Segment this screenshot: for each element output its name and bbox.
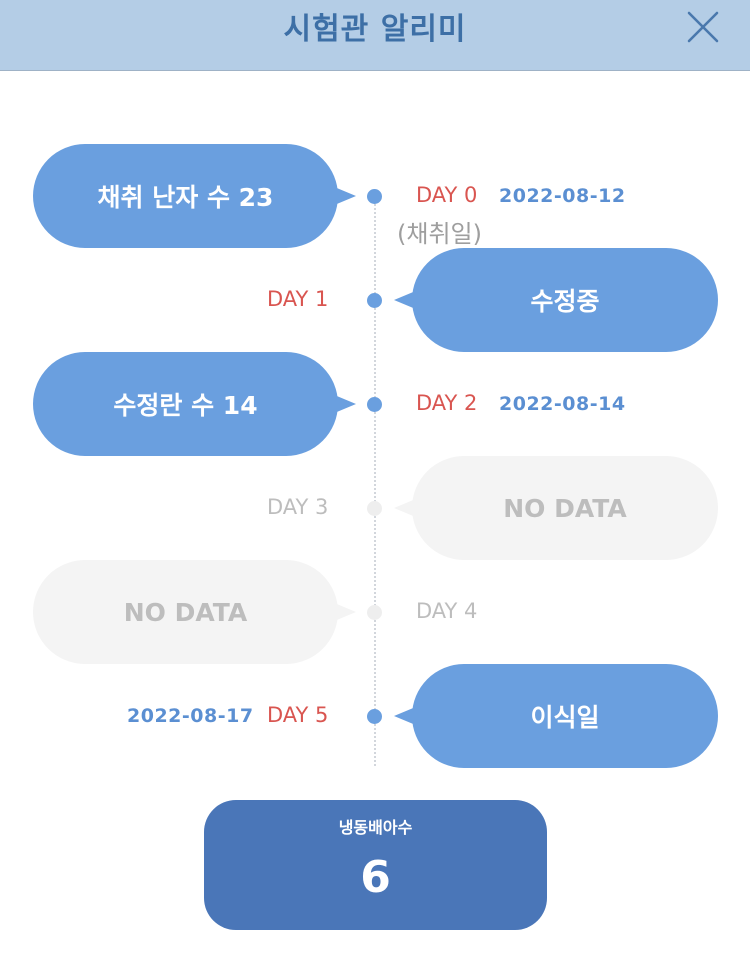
bubble-pointer <box>394 498 418 518</box>
day5-label: DAY 5 <box>267 703 329 727</box>
day4-bubble-label: NO DATA <box>123 597 248 627</box>
day4-label: DAY 4 <box>416 599 478 623</box>
day4-bubble[interactable]: NO DATA <box>33 560 356 664</box>
day1-bubble-label: 수정중 <box>530 287 600 316</box>
frozen-embryo-count: 6 <box>360 852 391 903</box>
day2-date: 2022-08-14 <box>499 393 626 415</box>
close-button[interactable] <box>684 8 722 46</box>
frozen-embryo-card[interactable]: 냉동배아수 6 <box>204 800 547 930</box>
bubble-pointer <box>332 394 356 414</box>
day3-dot <box>367 501 382 516</box>
day0-date: 2022-08-12 <box>499 185 626 207</box>
day1-label: DAY 1 <box>267 287 329 311</box>
day1-bubble[interactable]: 수정중 <box>394 248 718 352</box>
day0-label: DAY 0 <box>416 183 478 207</box>
day2-dot <box>367 397 382 412</box>
day0-bubble[interactable]: 채취 난자 수 23 <box>33 144 356 248</box>
close-icon <box>687 11 719 43</box>
day3-label: DAY 3 <box>267 495 329 519</box>
day5-date: 2022-08-17 <box>127 705 254 727</box>
day0-sub-label: (채취일) <box>397 220 482 248</box>
day4-dot <box>367 605 382 620</box>
timeline-line <box>374 196 376 766</box>
page-title: 시험관 알리미 <box>283 12 467 47</box>
day0-dot <box>367 189 382 204</box>
bubble-pointer <box>394 290 418 310</box>
bubble-pointer <box>332 602 356 622</box>
bubble-pointer <box>332 186 356 206</box>
day3-bubble[interactable]: NO DATA <box>394 456 718 560</box>
day2-label: DAY 2 <box>416 391 478 415</box>
day2-bubble-label: 수정란 수 14 <box>113 391 258 420</box>
day5-bubble-label: 이식일 <box>530 703 600 732</box>
day2-bubble[interactable]: 수정란 수 14 <box>33 352 356 456</box>
day5-dot <box>367 709 382 724</box>
day5-bubble[interactable]: 이식일 <box>394 664 718 768</box>
bubble-pointer <box>394 706 418 726</box>
day0-bubble-label: 채취 난자 수 23 <box>97 183 274 212</box>
day3-bubble-label: NO DATA <box>503 493 627 523</box>
frozen-embryo-title: 냉동배아수 <box>338 818 413 837</box>
day1-dot <box>367 293 382 308</box>
header-bar: 시험관 알리미 <box>0 0 750 71</box>
